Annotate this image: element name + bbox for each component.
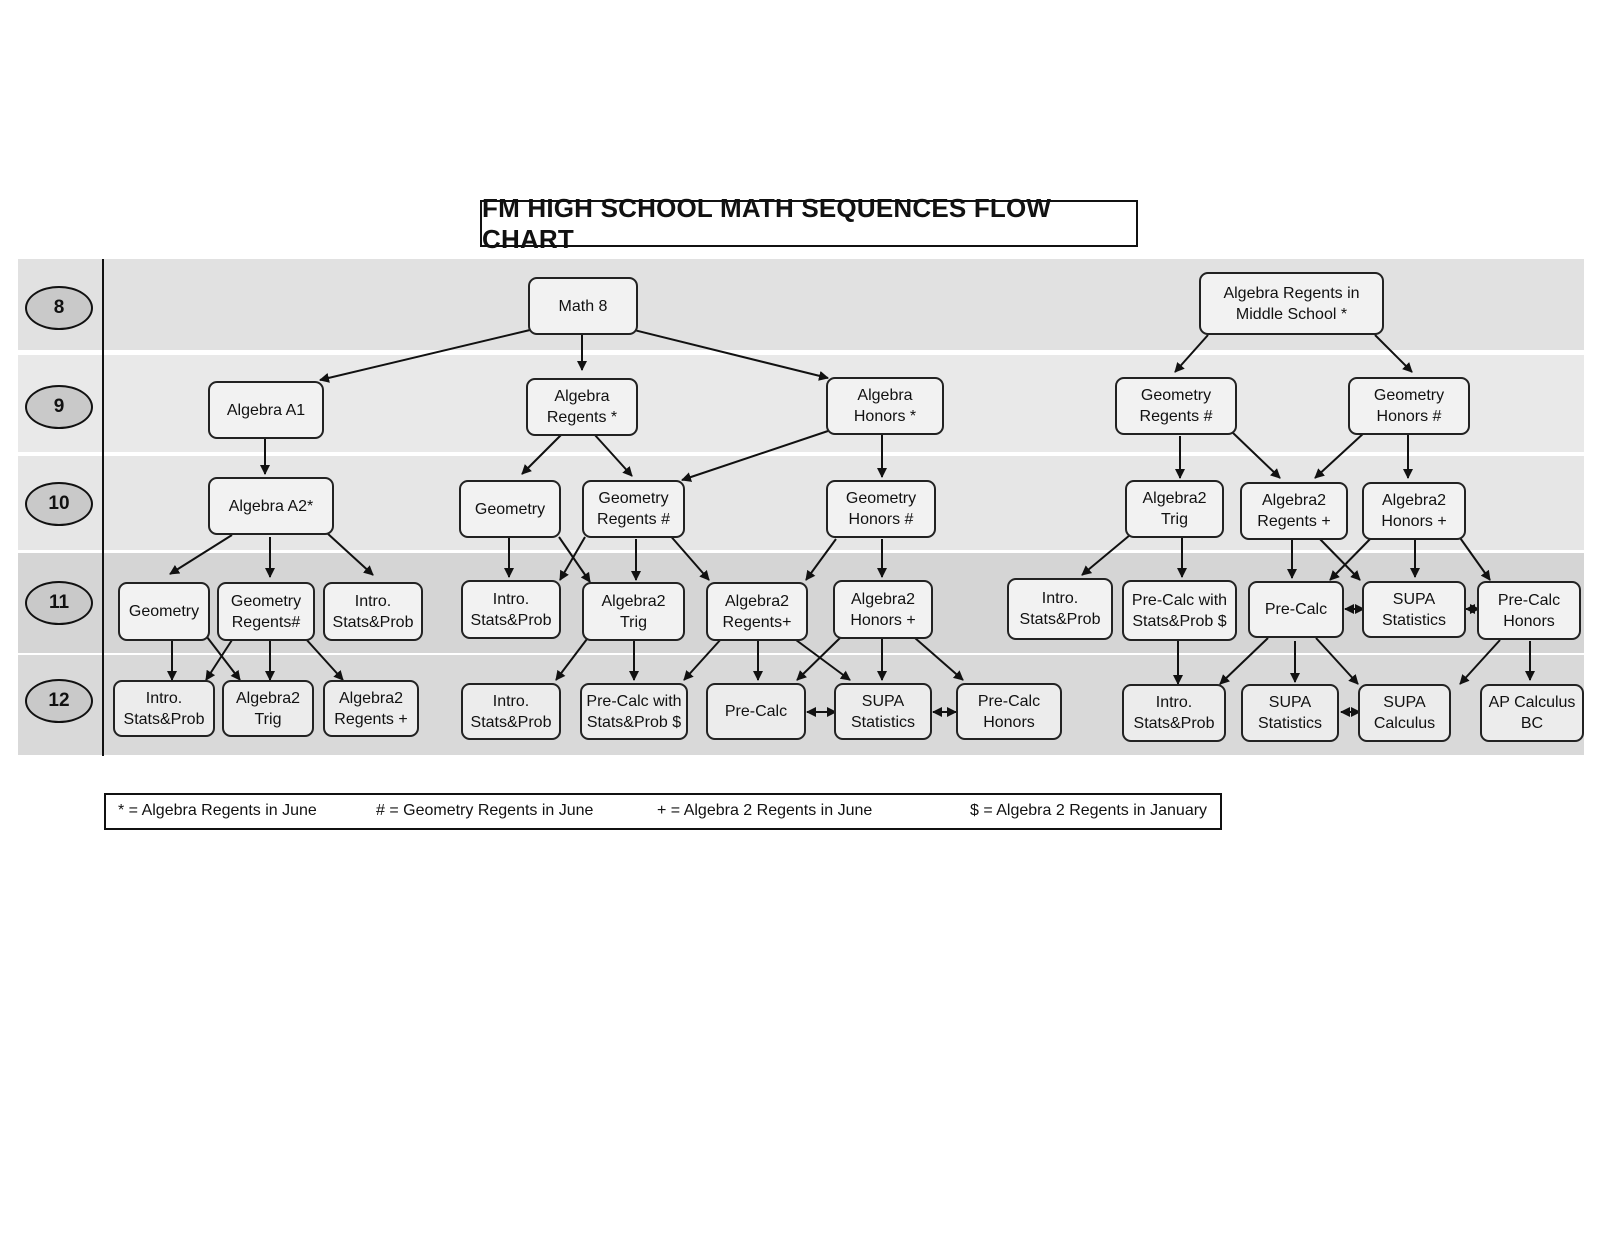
node-algebra-a1: Algebra A1 bbox=[208, 381, 324, 439]
node-geometry-honors-10: Geometry Honors # bbox=[826, 480, 936, 538]
node-geometry-regents-9: Geometry Regents # bbox=[1115, 377, 1237, 435]
grade-label-11: 11 bbox=[25, 581, 93, 625]
node-geometry-10: Geometry bbox=[459, 480, 561, 538]
grade-label-8: 8 bbox=[25, 286, 93, 330]
node-algebra2-honors-11: Algebra2 Honors + bbox=[833, 580, 933, 639]
legend-plus: + = Algebra 2 Regents in June bbox=[657, 802, 873, 819]
node-intro-stats-prob-11a: Intro. Stats&Prob bbox=[323, 582, 423, 641]
node-algebra2-trig-11: Algebra2 Trig bbox=[582, 582, 685, 641]
legend-dollar: $ = Algebra 2 Regents in January bbox=[970, 802, 1208, 819]
node-algebra-honors-9: Algebra Honors * bbox=[826, 377, 944, 435]
node-supa-calculus-12: SUPA Calculus bbox=[1358, 684, 1451, 742]
node-algebra2-honors-10: Algebra2 Honors + bbox=[1362, 482, 1466, 540]
node-algebra2-regents-10: Algebra2 Regents + bbox=[1240, 482, 1348, 540]
node-supa-statistics-12: SUPA Statistics bbox=[834, 683, 932, 740]
legend-star: * = Algebra Regents in June bbox=[118, 802, 317, 819]
node-pre-calc-with-stats-12: Pre-Calc with Stats&Prob $ bbox=[580, 683, 688, 740]
node-supa-statistics-12d: SUPA Statistics bbox=[1241, 684, 1339, 742]
node-geometry-regents-10: Geometry Regents # bbox=[582, 480, 685, 538]
node-math-8: Math 8 bbox=[528, 277, 638, 335]
node-algebra2-trig-12: Algebra2 Trig bbox=[222, 680, 314, 737]
node-pre-calc-12: Pre-Calc bbox=[706, 683, 806, 740]
node-pre-calc-honors-12: Pre-Calc Honors bbox=[956, 683, 1062, 740]
node-intro-stats-prob-11b: Intro. Stats&Prob bbox=[461, 580, 561, 639]
node-geometry-regents-11: Geometry Regents# bbox=[217, 582, 315, 641]
node-algebra2-regents-11: Algebra2 Regents+ bbox=[706, 582, 808, 641]
grade-label-12: 12 bbox=[25, 679, 93, 723]
node-algebra2-trig-10: Algebra2 Trig bbox=[1125, 480, 1224, 538]
node-pre-calc-11: Pre-Calc bbox=[1248, 581, 1344, 638]
legend-hash: # = Geometry Regents in June bbox=[376, 802, 594, 819]
node-geometry-11: Geometry bbox=[118, 582, 210, 641]
grade-label-9: 9 bbox=[25, 385, 93, 429]
node-algebra-regents-9: Algebra Regents * bbox=[526, 378, 638, 436]
legend: * = Algebra Regents in June # = Geometry… bbox=[104, 793, 1222, 830]
node-intro-stats-prob-12d: Intro. Stats&Prob bbox=[1122, 684, 1226, 742]
grade-divider bbox=[102, 259, 104, 756]
node-intro-stats-prob-11c: Intro. Stats&Prob bbox=[1007, 578, 1113, 640]
node-algebra2-regents-12: Algebra2 Regents + bbox=[323, 680, 419, 737]
node-pre-calc-with-stats-11: Pre-Calc with Stats&Prob $ bbox=[1122, 580, 1237, 641]
node-ap-calculus-bc-12: AP Calculus BC bbox=[1480, 684, 1584, 742]
node-supa-statistics-11: SUPA Statistics bbox=[1362, 581, 1466, 638]
node-intro-stats-prob-12a: Intro. Stats&Prob bbox=[113, 680, 215, 737]
node-pre-calc-honors-11: Pre-Calc Honors bbox=[1477, 581, 1581, 640]
node-intro-stats-prob-12b: Intro. Stats&Prob bbox=[461, 683, 561, 740]
node-algebra-a2: Algebra A2* bbox=[208, 477, 334, 535]
node-algebra-regents-middle-school: Algebra Regents in Middle School * bbox=[1199, 272, 1384, 335]
node-geometry-honors-9: Geometry Honors # bbox=[1348, 377, 1470, 435]
grade-label-10: 10 bbox=[25, 482, 93, 526]
